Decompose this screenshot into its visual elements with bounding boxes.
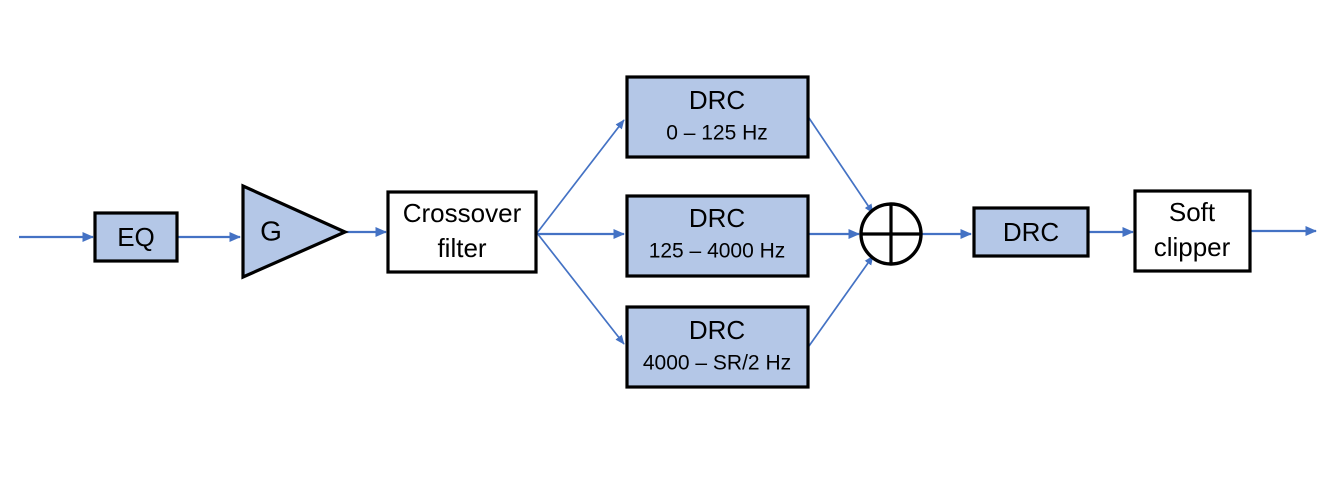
block-drc-low-label-line2: 0 – 125 Hz xyxy=(666,122,768,145)
block-eq-label: EQ xyxy=(117,222,155,252)
block-drc-high-label-line2: 4000 – SR/2 Hz xyxy=(643,352,791,375)
block-drc-low[interactable]: DRC 0 – 125 Hz xyxy=(625,75,810,159)
block-drc-low-shape xyxy=(625,75,810,159)
block-drc-master-shape xyxy=(972,206,1090,258)
connector-crossover-to-drc-high xyxy=(536,232,625,345)
block-drc-mid-shape xyxy=(625,194,810,278)
block-drc-high[interactable]: DRC 4000 – SR/2 Hz xyxy=(625,305,810,389)
block-eq[interactable]: EQ xyxy=(93,211,179,263)
block-drc-mid[interactable]: DRC 125 – 4000 Hz xyxy=(625,194,810,278)
connector-drc-low-to-sum xyxy=(808,117,874,214)
block-drc-mid-label-line1: DRC xyxy=(689,203,745,233)
block-crossover-filter[interactable]: Crossover filter xyxy=(386,190,538,274)
block-gain-amplifier[interactable]: G xyxy=(241,183,349,280)
block-gain-shape xyxy=(241,183,349,280)
block-crossover-label-line2: filter xyxy=(437,233,486,263)
block-drc-master-label: DRC xyxy=(1003,217,1059,247)
connector-drc-high-to-sum xyxy=(808,255,874,347)
block-eq-shape xyxy=(93,211,179,263)
block-soft-clipper-shape xyxy=(1133,189,1252,273)
block-crossover-label-line1: Crossover xyxy=(403,198,522,228)
block-drc-low-label-line1: DRC xyxy=(689,85,745,115)
block-soft-clipper-label-line2: clipper xyxy=(1154,232,1231,262)
block-soft-clipper-label-line1: Soft xyxy=(1169,197,1216,227)
block-drc-high-shape xyxy=(625,305,810,389)
block-soft-clipper[interactable]: Soft clipper xyxy=(1133,189,1252,273)
summing-junction-icon[interactable] xyxy=(859,202,923,266)
block-gain-label: G xyxy=(260,215,282,246)
block-drc-master[interactable]: DRC xyxy=(972,206,1090,258)
connector-crossover-to-drc-low xyxy=(536,119,625,234)
block-drc-high-label-line1: DRC xyxy=(689,315,745,345)
block-crossover-shape xyxy=(386,190,538,274)
block-drc-mid-label-line2: 125 – 4000 Hz xyxy=(649,240,786,263)
